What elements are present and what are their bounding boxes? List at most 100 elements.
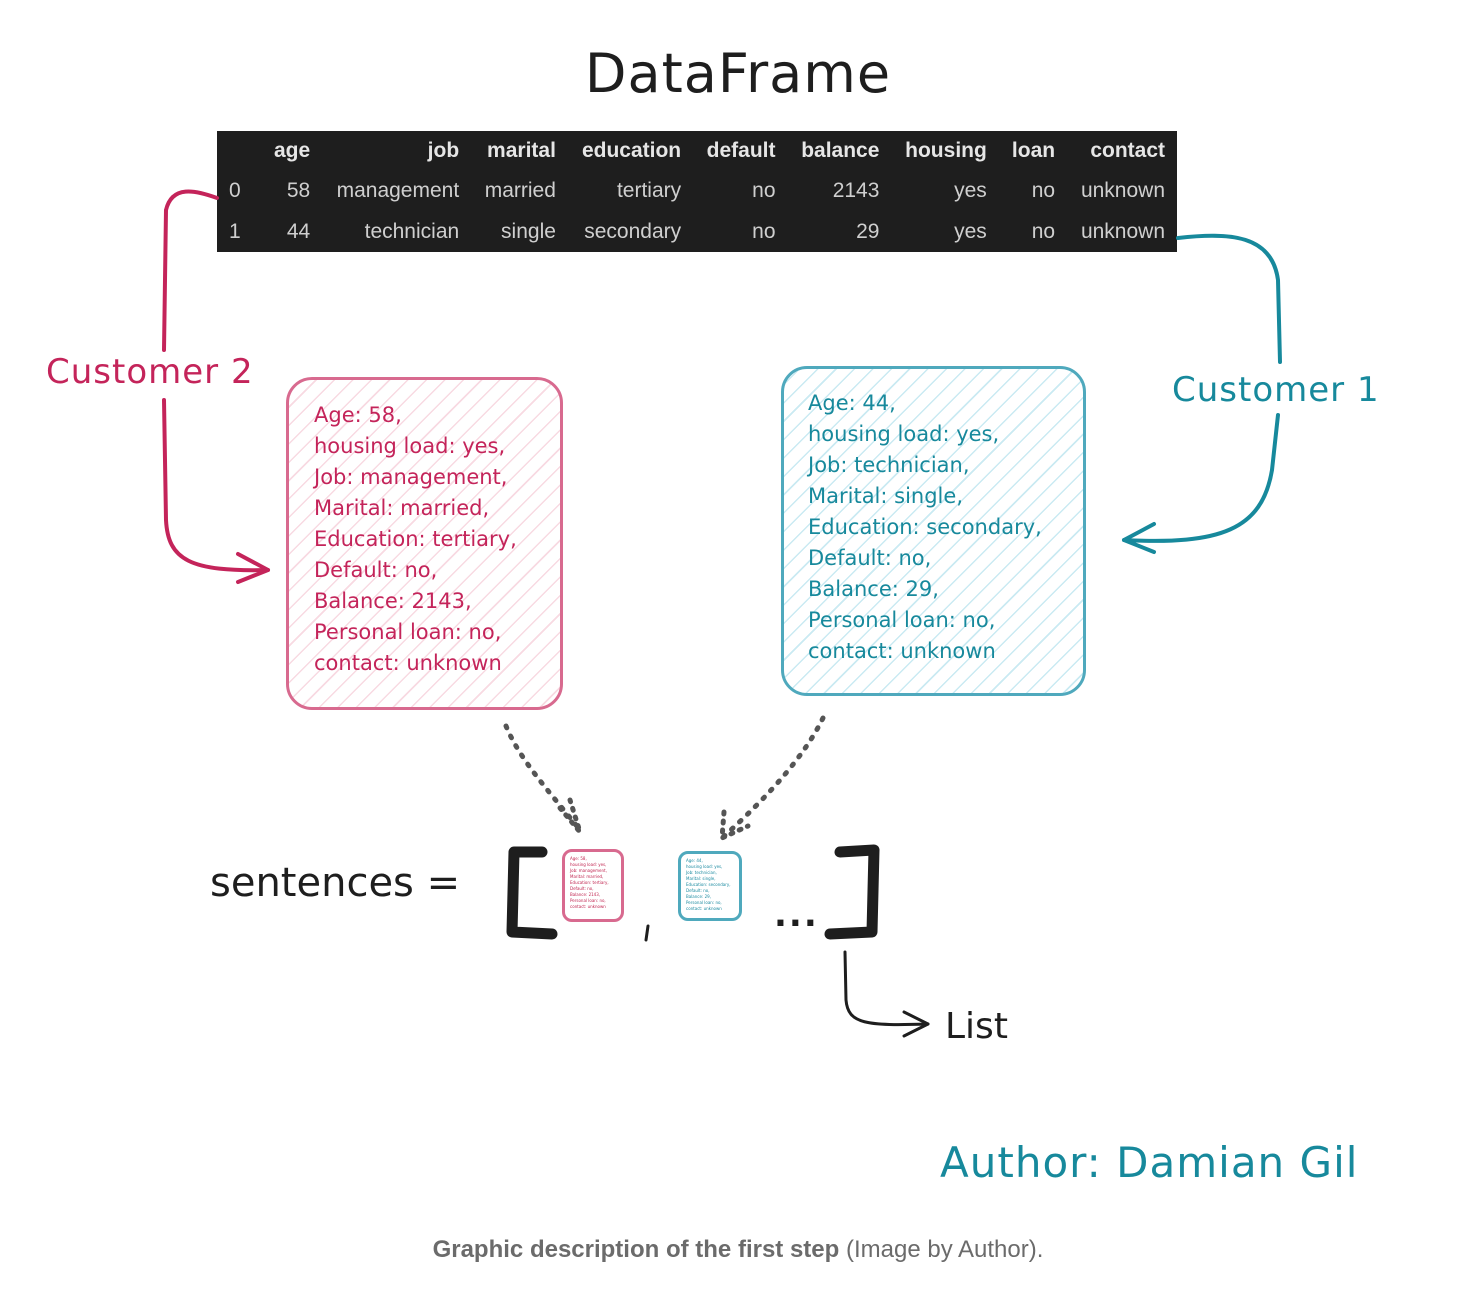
dataframe-table: age job marital education default balanc…	[217, 131, 1177, 252]
thumbnail-line: Balance: 29,	[686, 894, 711, 899]
dataframe-header-row: age job marital education default balanc…	[217, 131, 1177, 171]
list-arrow	[843, 950, 930, 1027]
customer1-line: Age: 44,	[808, 391, 896, 415]
thumbnail-line: Age: 58,	[570, 856, 587, 861]
customer1-line: Job: technician,	[808, 453, 970, 477]
cell-marital: married	[484, 179, 556, 203]
customer2-line: Education: tertiary,	[314, 527, 517, 551]
cell-education: tertiary	[616, 179, 682, 203]
header-job: job	[427, 139, 460, 162]
cell-default: no	[752, 179, 776, 203]
customer1-card	[781, 366, 1086, 696]
header-contact: contact	[1090, 139, 1165, 162]
author-credit: Author: Damian Gil	[940, 1138, 1359, 1187]
table-row: 0 58 management married tertiary no 2143…	[217, 171, 1177, 212]
header-housing: housing	[905, 139, 987, 162]
customer2-line: housing load: yes,	[314, 434, 506, 458]
customer2-line: Job: management,	[314, 465, 508, 489]
list-item-customer1-thumbnail: Age: 44, housing load: yes, Job: technic…	[678, 851, 742, 921]
thumbnail-line: Default: no,	[570, 886, 594, 891]
left-bracket	[506, 846, 558, 940]
customer1-connector-path-lower	[1122, 413, 1280, 543]
cell-education: secondary	[584, 219, 682, 243]
customer1-line: Education: secondary,	[808, 515, 1042, 539]
customer1-line: Default: no,	[808, 546, 932, 570]
cell-balance: 29	[856, 219, 880, 243]
thumbnail-line: Education: tertiary,	[570, 880, 609, 885]
thumbnail-line: Marital: single,	[686, 876, 716, 881]
header-loan: loan	[1011, 139, 1056, 162]
figure-caption: Graphic description of the first step (I…	[0, 1236, 1476, 1264]
customer2-card-text: Age: 58, housing load: yes, Job: managem…	[314, 400, 517, 679]
list-item-customer2-thumbnail: Age: 58, housing load: yes, Job: managem…	[562, 849, 624, 922]
customer2-arrowhead	[236, 552, 270, 584]
cell-contact: unknown	[1080, 219, 1165, 243]
thumbnail-line: housing load: yes,	[570, 862, 607, 867]
thumbnail-line: housing load: yes,	[686, 864, 723, 869]
header-default: default	[706, 139, 776, 162]
cell-age: 58	[286, 179, 311, 203]
customer2-line: Personal loan: no,	[314, 620, 502, 644]
header-education: education	[581, 139, 682, 162]
thumbnail-line: Education: secondary,	[686, 882, 731, 887]
thumbnail-line: Default: no,	[686, 888, 710, 893]
cell-housing: yes	[954, 179, 987, 203]
customer2-label: Customer 2	[46, 352, 254, 392]
thumbnail-line: Personal loan: no,	[686, 900, 722, 905]
customer1-connector-path	[1176, 233, 1282, 364]
header-balance: balance	[801, 139, 880, 162]
thumbnail-line: contact: unknown	[570, 904, 606, 909]
thumbnail-line: Balance: 2143,	[570, 892, 601, 897]
cell-balance: 2143	[832, 179, 880, 203]
thumbnail-line: Job: management,	[570, 868, 607, 873]
header-marital: marital	[487, 139, 556, 162]
dotted-arrow-right	[719, 715, 826, 841]
cell-housing: yes	[954, 219, 987, 243]
cell-contact: unknown	[1080, 179, 1165, 203]
list-arrowhead	[902, 1010, 930, 1038]
cell-loan: no	[1031, 179, 1056, 203]
thumbnail-line: Age: 44,	[686, 858, 703, 863]
cell-job: technician	[364, 219, 460, 243]
customer2-card	[286, 377, 563, 710]
list-ellipsis: ...	[774, 895, 819, 935]
cell-index: 1	[229, 219, 241, 243]
customer1-line: Marital: single,	[808, 484, 963, 508]
table-row: 1 44 technician single secondary no 29 y…	[217, 212, 1177, 253]
caption-rest: (Image by Author).	[839, 1236, 1044, 1263]
customer1-arrowhead	[1122, 522, 1156, 554]
customer2-line: Balance: 2143,	[314, 589, 472, 613]
dotted-arrowhead-right	[719, 809, 751, 843]
right-bracket	[824, 844, 880, 940]
customer2-connector-path-lower	[162, 398, 270, 573]
sentences-label: sentences =	[210, 860, 461, 906]
list-label: List	[945, 1006, 1008, 1047]
caption-bold: Graphic description of the first step	[432, 1236, 840, 1263]
cell-marital: single	[501, 219, 556, 243]
cell-index: 0	[229, 179, 241, 203]
customer2-line: contact: unknown	[314, 651, 502, 675]
thumbnail-line: Job: technician,	[686, 870, 717, 875]
cell-loan: no	[1031, 219, 1056, 243]
diagram-title: DataFrame	[584, 42, 892, 105]
customer1-line: housing load: yes,	[808, 422, 1000, 446]
cell-default: no	[752, 219, 776, 243]
customer2-line: Default: no,	[314, 558, 438, 582]
list-comma	[644, 924, 650, 942]
customer1-line: Personal loan: no,	[808, 608, 996, 632]
thumbnail-line: contact: unknown	[686, 906, 722, 911]
customer2-line: Age: 58,	[314, 403, 402, 427]
dotted-arrow-left	[503, 723, 583, 833]
customer1-label: Customer 1	[1172, 370, 1380, 410]
dotted-arrowhead-left	[557, 797, 583, 834]
cell-job: management	[336, 179, 460, 203]
customer1-line: contact: unknown	[808, 639, 996, 663]
thumbnail-line: Personal loan: no,	[570, 898, 606, 903]
header-age: age	[273, 139, 311, 162]
customer1-line: Balance: 29,	[808, 577, 939, 601]
thumbnail-line: Marital: married,	[570, 874, 604, 879]
customer1-card-text: Age: 44, housing load: yes, Job: technic…	[808, 388, 1042, 667]
cell-age: 44	[286, 219, 311, 243]
customer2-line: Marital: married,	[314, 496, 490, 520]
